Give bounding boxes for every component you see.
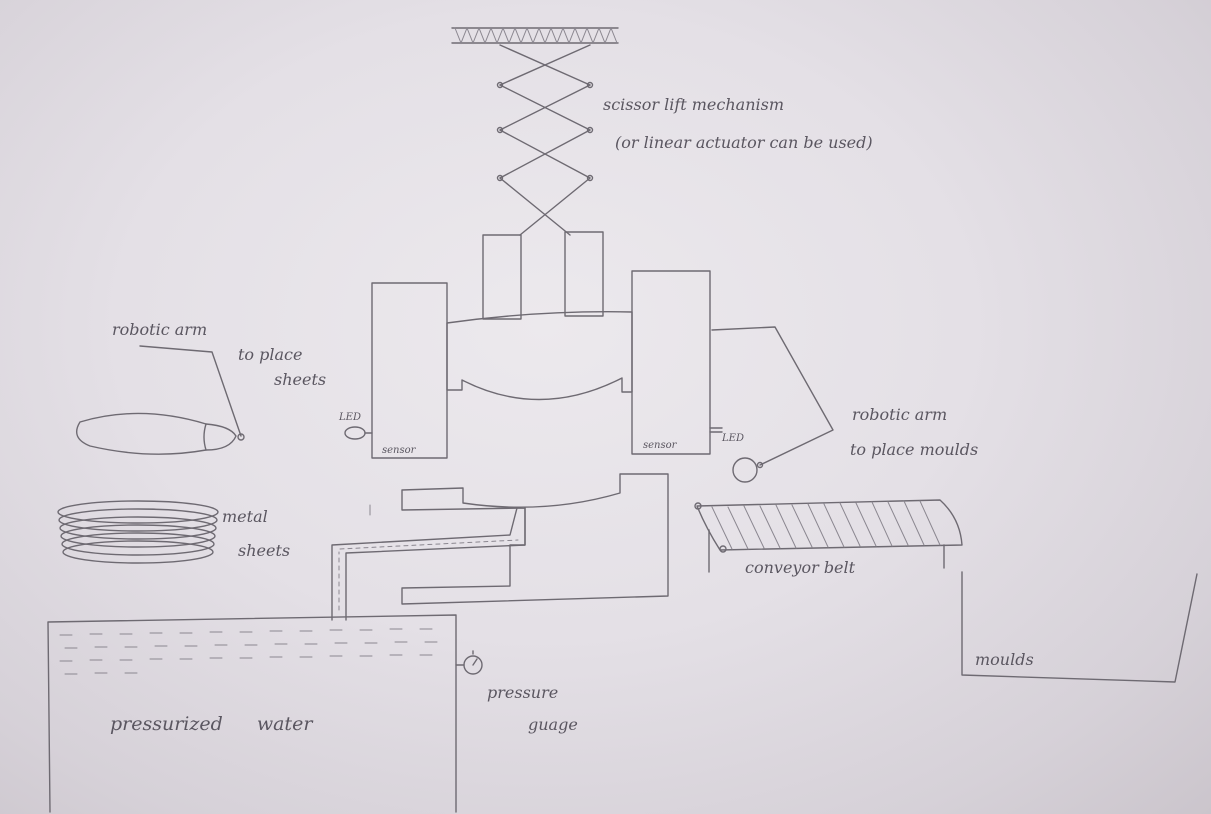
scissor-label-line2: (or linear actuator can be used) xyxy=(615,133,873,152)
pressure-gauge-label-line2: guage xyxy=(528,715,578,734)
right-arm-label-line1: robotic arm xyxy=(852,405,947,424)
metal-sheets-label-line1: metal xyxy=(222,507,268,526)
pressure-gauge xyxy=(456,651,482,674)
metal-sheets-stack xyxy=(58,501,218,563)
ceiling-mount xyxy=(452,28,618,43)
right-sensor xyxy=(632,271,710,454)
left-arm-label-line1: robotic arm xyxy=(112,320,207,339)
conveyor-belt-label: conveyor belt xyxy=(745,558,856,577)
right-robotic-arm xyxy=(712,327,833,482)
left-arm-label-line3: sheets xyxy=(274,370,326,389)
right-arm-label-line2: to place moulds xyxy=(850,440,978,459)
left-led-label: LED xyxy=(338,412,361,423)
left-robotic-arm xyxy=(77,346,244,454)
moulds-label: moulds xyxy=(975,650,1034,669)
left-led xyxy=(345,427,372,439)
left-arm-label-line2: to place xyxy=(238,345,302,364)
right-led-label: LED xyxy=(721,433,744,444)
left-sensor-label: sensor xyxy=(382,445,417,456)
right-led xyxy=(710,428,722,432)
pressure-gauge-label-line1: pressure xyxy=(487,683,558,702)
upper-die xyxy=(447,312,632,400)
metal-sheets-label-line2: sheets xyxy=(238,541,290,560)
pressurized-water-label: pressurized water xyxy=(110,713,314,735)
right-sensor-label: sensor xyxy=(643,440,678,451)
scissor-label-line1: scissor lift mechanism xyxy=(603,95,784,114)
scissor-lift xyxy=(498,45,593,235)
left-sensor xyxy=(372,283,447,458)
lift-pistons xyxy=(483,232,603,319)
